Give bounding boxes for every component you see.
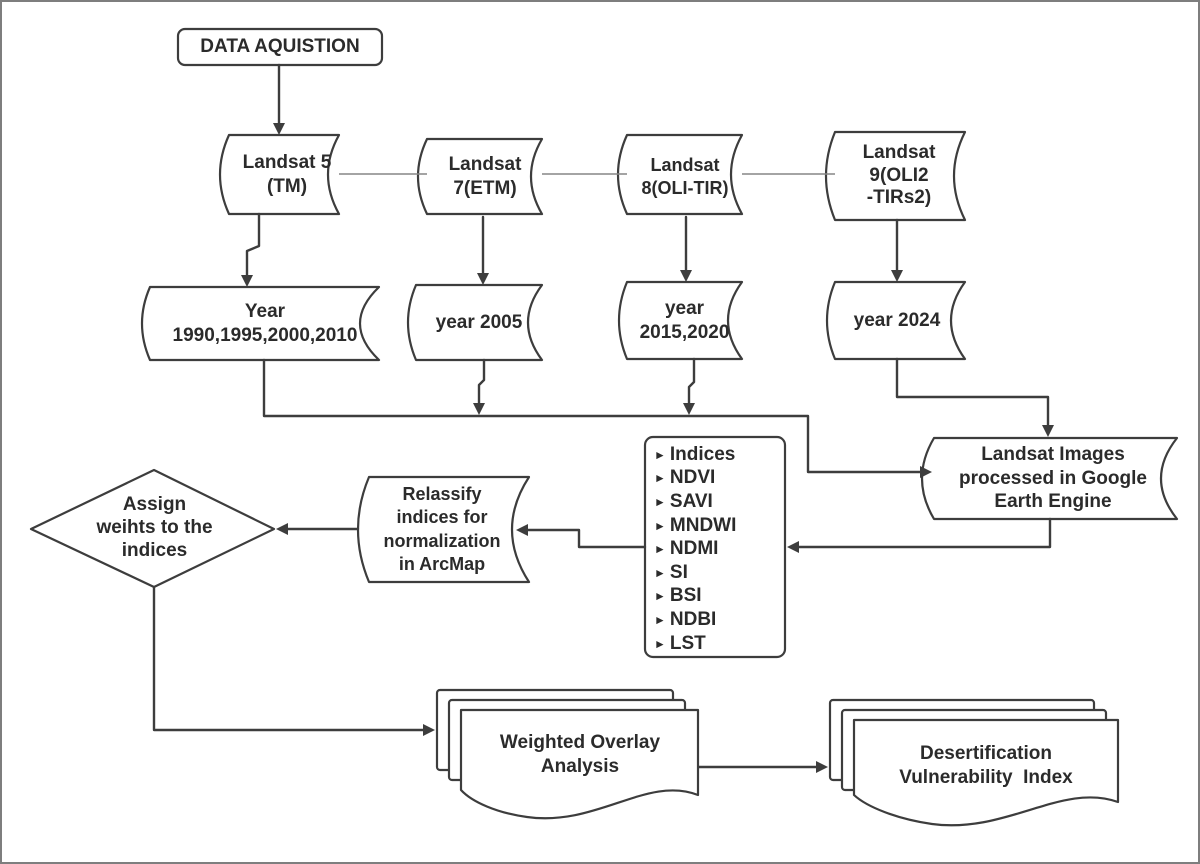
index-label: SI [669, 561, 688, 583]
years-landsat5-node-shape [140, 285, 381, 362]
reclassify-node-shape [356, 475, 531, 584]
triangle-bullet-icon: ► [654, 636, 666, 651]
index-label: BSI [669, 585, 702, 607]
landsat8-node-shape [616, 133, 744, 216]
years-landsat9-node-shape [825, 280, 967, 361]
triangle-bullet-icon: ► [654, 565, 666, 580]
index-label: SAVI [669, 490, 713, 512]
arrow-assignweights-to-overlay [152, 585, 435, 736]
triangle-bullet-icon: ► [654, 542, 666, 557]
years-landsat8-node-shape [617, 280, 744, 361]
triangle-bullet-icon: ► [654, 447, 666, 462]
list-item: ►BSI [654, 585, 782, 609]
index-label: Indices [669, 443, 736, 465]
triangle-bullet-icon: ► [654, 589, 666, 604]
index-label: NDVI [669, 467, 716, 489]
assign-weights-diamond-shape [29, 468, 276, 589]
triangle-bullet-icon: ► [654, 471, 666, 486]
list-item: ►NDMI [654, 537, 782, 561]
years-landsat7-node-shape [406, 283, 544, 362]
arrow-landsat5-to-years [241, 212, 261, 287]
landsat9-node-shape [824, 130, 967, 222]
gee-processing-node-shape [920, 436, 1179, 521]
triangle-bullet-icon: ► [654, 612, 666, 627]
arrow-yearsbus-to-gee [262, 358, 932, 478]
data-acquisition-box-shape [176, 27, 384, 67]
list-item: ►SAVI [654, 490, 782, 514]
weighted-overlay-frontpage-shape [459, 708, 700, 820]
list-item: ►MNDWI [654, 514, 782, 538]
index-label: MNDWI [669, 514, 737, 536]
index-label: NDMI [669, 538, 719, 560]
indices-list: ►Indices ►NDVI ►SAVI ►MNDWI ►NDMI ►SI ►B… [654, 443, 782, 655]
list-item: ►Indices [654, 443, 782, 467]
arrow-year2005-to-bus [473, 358, 486, 415]
list-item: ►NDBI [654, 608, 782, 632]
list-item: ►LST [654, 632, 782, 656]
triangle-bullet-icon: ► [654, 518, 666, 533]
landsat5-node-shape [218, 133, 341, 216]
index-label: LST [669, 632, 706, 654]
landsat7-node-shape [417, 137, 544, 216]
index-label: NDBI [669, 608, 717, 630]
arrow-year2015-to-bus [683, 357, 696, 415]
arrow-year2024-to-gee [895, 357, 1054, 437]
triangle-bullet-icon: ► [654, 494, 666, 509]
list-item: ►SI [654, 561, 782, 585]
arrow-gee-to-indices [787, 517, 1052, 553]
arrow-indices-to-reclassify [516, 524, 647, 549]
desertification-frontpage-shape [852, 718, 1120, 827]
list-item: ►NDVI [654, 467, 782, 491]
